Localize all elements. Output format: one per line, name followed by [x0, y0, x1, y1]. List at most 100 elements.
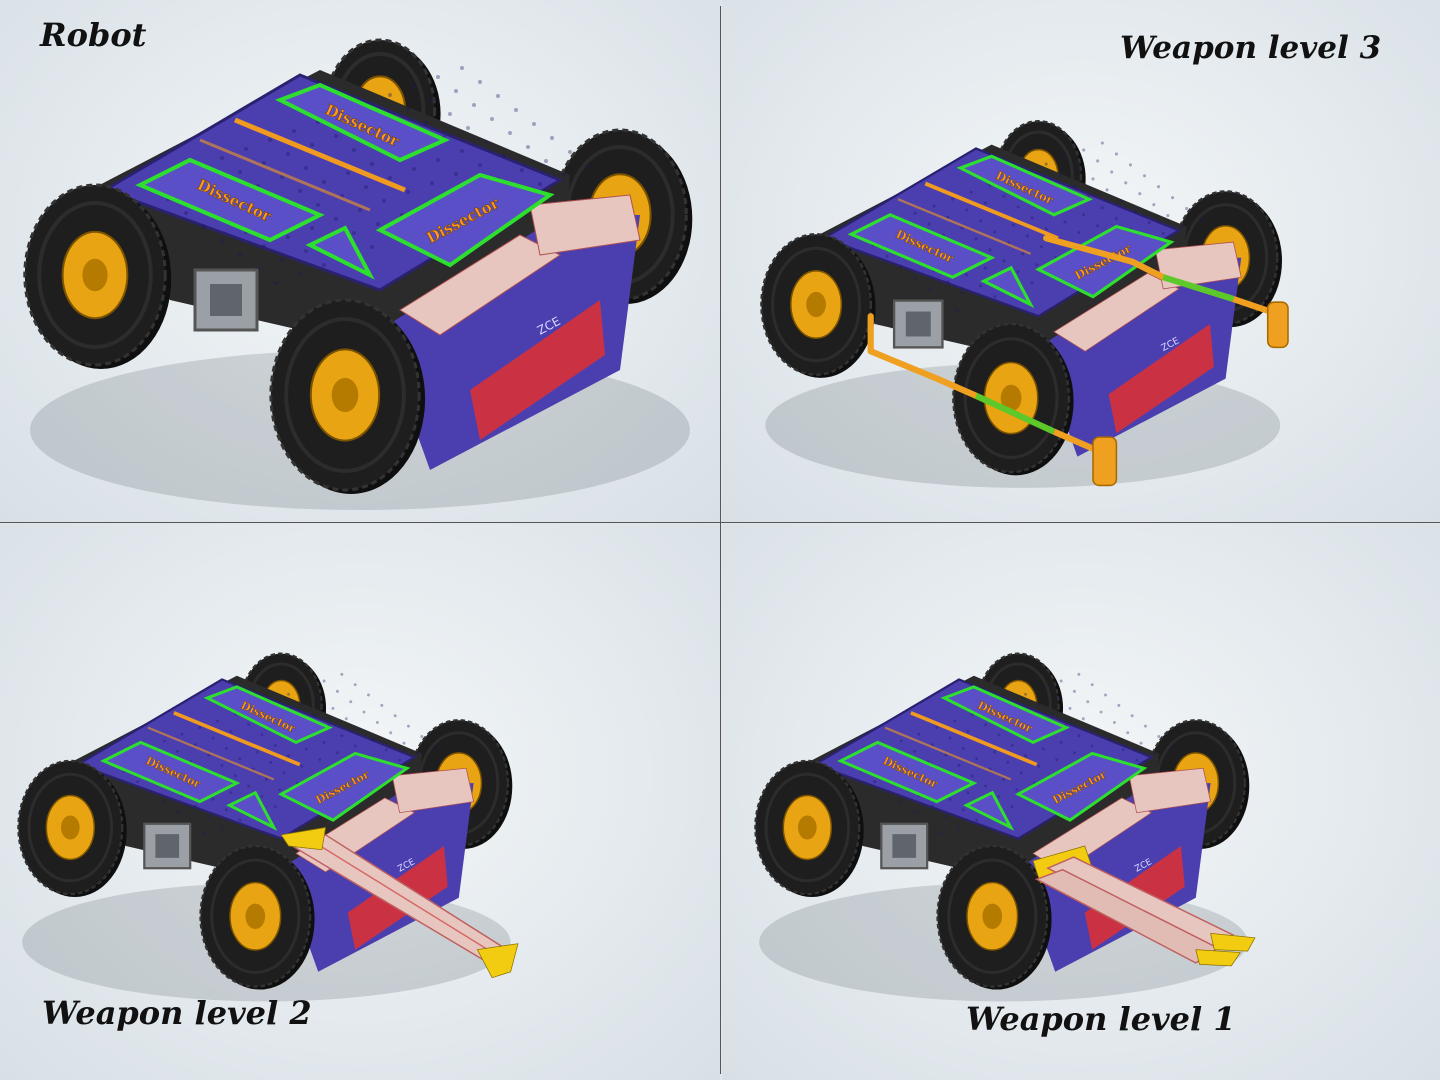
perforation-dot — [951, 197, 955, 201]
deck-rail — [924, 181, 1059, 241]
perforation-dot — [1063, 220, 1067, 224]
perforation-dot — [346, 171, 350, 175]
hammer-arm-rear — [1043, 235, 1167, 281]
perforation-dot — [1024, 692, 1028, 696]
perforation-dot — [1105, 188, 1109, 192]
perforation-dot — [1016, 205, 1020, 209]
perforation-dot — [318, 696, 322, 700]
spike-tip — [476, 943, 519, 979]
perforation-dot — [520, 168, 524, 172]
top-plate-rear — [940, 685, 1070, 745]
perforation-dot — [1157, 735, 1161, 738]
perforation-dot — [388, 176, 392, 180]
perforation-dot — [207, 814, 211, 818]
perforation-dot — [957, 825, 961, 829]
perforation-dot — [238, 253, 242, 257]
caption-weapon-level-3: Weapon level 3 — [1120, 30, 1382, 66]
perforation-dot — [1044, 227, 1048, 231]
perforation-dot — [1152, 203, 1156, 207]
perforation-dot — [310, 226, 314, 230]
wheel — [269, 298, 426, 494]
perforation-dot — [960, 226, 964, 230]
perforation-dot — [268, 138, 272, 142]
perforation-dot — [322, 740, 326, 744]
tire-tread — [764, 772, 851, 883]
perforation-dot — [375, 720, 379, 724]
perforation-dot — [247, 784, 251, 788]
wheel — [17, 759, 127, 898]
perforation-dot — [1099, 710, 1103, 714]
perforation-dot — [1095, 727, 1099, 731]
hub-cap — [331, 377, 359, 413]
perforation-dot — [376, 222, 380, 226]
spike-stripe — [310, 839, 498, 957]
fork-tip-lower — [1195, 949, 1241, 967]
perforation-dot — [1166, 214, 1170, 218]
perforation-dot — [1156, 185, 1161, 189]
perforation-dot — [216, 719, 220, 723]
perforation-dot — [1025, 234, 1030, 238]
perforation-dot — [944, 814, 948, 818]
perforation-dot — [313, 713, 317, 717]
deck-rail — [199, 138, 371, 212]
perforation-dot — [979, 219, 983, 223]
perforation-dot — [1050, 713, 1054, 717]
perforation-dot — [370, 162, 374, 166]
perforation-dot — [229, 791, 233, 795]
red-armor-panel — [1108, 324, 1214, 434]
perforation-dot — [1090, 744, 1094, 748]
perforation-dot — [352, 148, 356, 152]
perforation-dot — [389, 731, 393, 735]
perforation-dot — [975, 818, 979, 822]
perforation-dot — [930, 804, 934, 808]
perforation-dot — [983, 266, 987, 270]
perforation-dot — [402, 741, 406, 745]
perforation-dot — [282, 771, 286, 775]
perforation-dot — [1077, 166, 1081, 170]
perforation-dot — [136, 780, 140, 784]
perforation-dot — [913, 811, 917, 815]
perforation-dot — [568, 150, 572, 154]
hub-cap — [82, 258, 108, 292]
perforation-dot — [322, 180, 326, 184]
hammer-shaft-front — [974, 392, 1056, 435]
perforation-dot — [1139, 741, 1143, 745]
perforation-dot — [955, 309, 959, 313]
perforation-dot — [340, 734, 344, 738]
perforation-dot — [224, 808, 228, 812]
perforation-dot — [184, 211, 188, 215]
perforation-dot — [1170, 745, 1174, 749]
perforation-dot — [913, 211, 917, 215]
perforation-dot — [1124, 181, 1128, 185]
top-plate-front — [1035, 224, 1175, 299]
top-plate-left — [837, 740, 978, 804]
top-plate-left — [135, 157, 325, 243]
perforation-dot — [1161, 231, 1165, 236]
perforation-dot — [353, 683, 357, 687]
perforation-dot — [586, 164, 590, 168]
tire-tread — [284, 317, 406, 473]
perforation-dot — [1199, 217, 1203, 222]
top-plate-front — [375, 172, 555, 268]
perforation-dot — [298, 189, 302, 193]
perforation-dot — [224, 746, 228, 750]
perforation-dot — [1006, 760, 1010, 764]
perforation-dot — [1058, 173, 1062, 177]
perforation-dot — [1011, 223, 1015, 227]
perforation-dot — [292, 129, 296, 133]
perforation-dot — [526, 145, 530, 149]
perforation-dot — [993, 230, 997, 234]
perforation-dot — [1039, 245, 1044, 249]
perforation-dot — [544, 159, 548, 163]
perforation-dot — [335, 751, 339, 755]
perforation-dot — [550, 136, 554, 140]
perforation-dot — [300, 703, 304, 707]
perforation-dot — [335, 689, 339, 693]
perforation-dot — [1002, 259, 1006, 263]
perforation-dot — [997, 794, 1001, 798]
deck-rail — [234, 117, 406, 193]
perforation-dot — [280, 175, 284, 179]
perforation-dot — [1096, 224, 1100, 228]
